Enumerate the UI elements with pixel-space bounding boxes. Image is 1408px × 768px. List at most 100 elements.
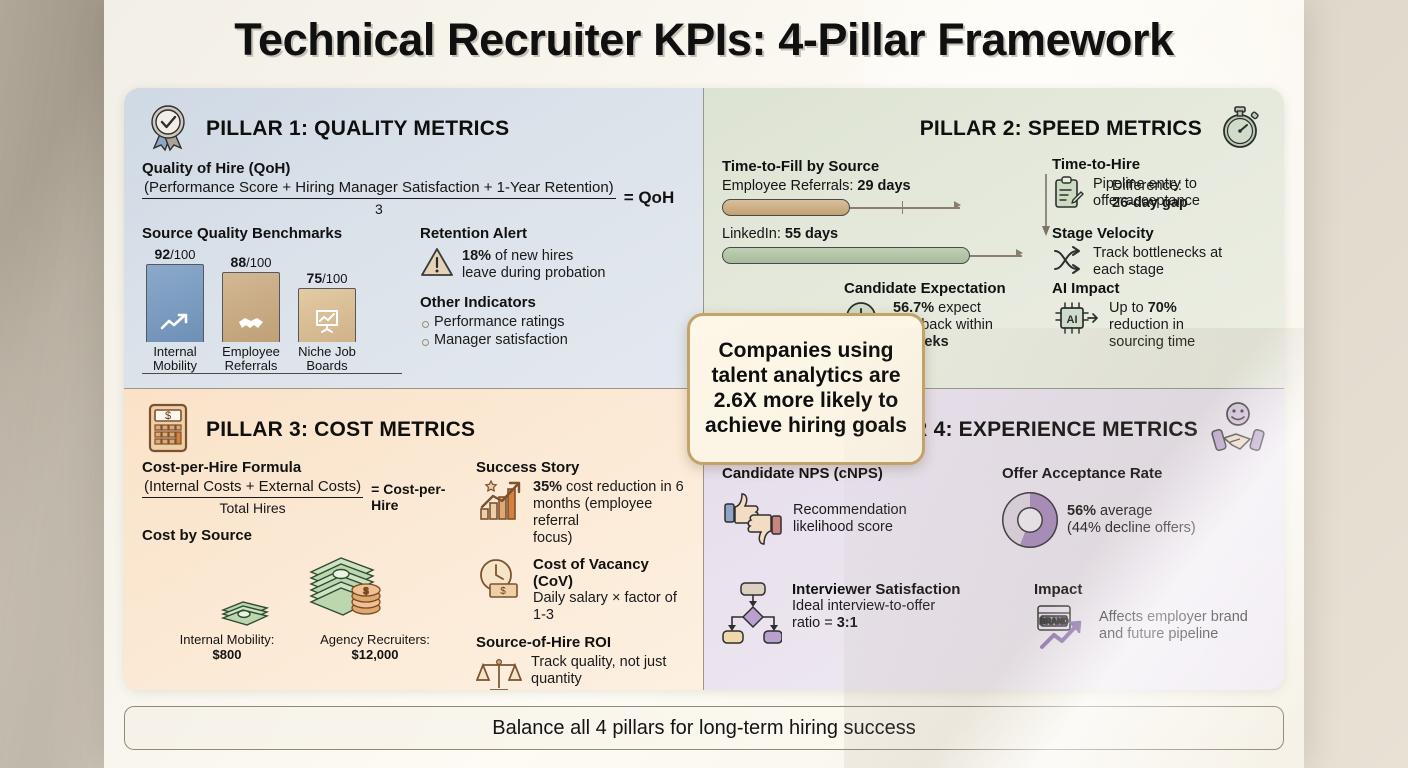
other-indicators-list: Performance ratings Manager satisfaction bbox=[420, 314, 685, 349]
qoh-equals: = QoH bbox=[623, 188, 675, 207]
svg-text:$: $ bbox=[500, 586, 506, 597]
difference-label-block: Difference: 26-day gap bbox=[1112, 178, 1224, 266]
flowchart-icon bbox=[722, 581, 783, 655]
success-story-text: 35% cost reduction in 6 months (employee… bbox=[533, 479, 684, 546]
branching-arrows-icon bbox=[1052, 245, 1084, 280]
list-item: Manager satisfaction bbox=[420, 332, 685, 350]
success-story-row: 35% cost reduction in 6 months (employee… bbox=[476, 479, 685, 547]
time-to-fill-block: Time-to-Fill by Source Employee Referral… bbox=[722, 158, 1052, 266]
qoh-denominator: 3 bbox=[374, 201, 383, 217]
balance-scale-icon bbox=[475, 654, 523, 690]
cov-detail: Daily salary × factor of 1-3 bbox=[533, 589, 677, 623]
qoh-numerator: (Performance Score + Hiring Manager Sati… bbox=[142, 179, 616, 199]
benchmarks-heading: Source Quality Benchmarks bbox=[142, 225, 343, 242]
retention-alert-heading: Retention Alert bbox=[420, 225, 527, 242]
brand-growth-icon: BRAND bbox=[1034, 602, 1090, 655]
pillar-1-title: PILLAR 1: QUALITY METRICS bbox=[206, 117, 510, 140]
source-quality-benchmarks: Source Quality Benchmarks 92/100 Interna… bbox=[142, 225, 402, 375]
ai-impact-row: AI Up to 70% reduction in sourcing time bbox=[1052, 300, 1262, 351]
qoh-fraction: (Performance Score + Hiring Manager Sati… bbox=[142, 179, 616, 217]
pillar-1-panel: PILLAR 1: QUALITY METRICS Quality of Hir… bbox=[124, 88, 704, 389]
pillar-1-right-col: Retention Alert 18% of new hires leave d… bbox=[420, 225, 685, 374]
ttf-label-1: LinkedIn: 55 days bbox=[722, 226, 839, 242]
impact-block: Impact BRAND bbox=[1034, 581, 1266, 655]
infographic-poster: Technical Recruiter KPIs: 4-Pillar Frame… bbox=[104, 0, 1304, 768]
pillar-3-right-col: Success Story bbox=[475, 459, 685, 690]
offer-acceptance-row: 56% average (44% decline offers) bbox=[1002, 492, 1266, 548]
pillar-4-body-2: Interviewer Satisfaction Ideal interview… bbox=[722, 581, 1266, 655]
page-title: Technical Recruiter KPIs: 4-Pillar Frame… bbox=[234, 14, 1174, 65]
benchmark-value-2: 75/100 bbox=[306, 270, 348, 286]
time-to-fill-heading: Time-to-Fill by Source bbox=[722, 158, 880, 175]
warning-triangle-icon bbox=[420, 246, 454, 283]
qoh-block: Quality of Hire (QoH) (Performance Score… bbox=[142, 160, 685, 217]
calculator-icon: $ bbox=[142, 401, 194, 460]
pillar-2-body: Time-to-Fill by Source Employee Referral… bbox=[722, 158, 1266, 266]
cost-by-source-icons: $ bbox=[142, 550, 460, 631]
difference-connector bbox=[1042, 158, 1102, 266]
pillar-1-body: Source Quality Benchmarks 92/100 Interna… bbox=[142, 225, 685, 375]
pillar-3-body: Cost-per-Hire Formula (Internal Costs + … bbox=[142, 459, 685, 690]
svg-text:$: $ bbox=[165, 410, 171, 422]
benchmark-value-0: 92/100 bbox=[154, 246, 196, 262]
pillar-3-panel: $ PILLAR 3: COST METRICS Cost-per-Hire F… bbox=[124, 389, 704, 690]
cph-heading: Cost-per-Hire Formula bbox=[142, 459, 302, 476]
difference-label: Difference: bbox=[1112, 178, 1182, 194]
benchmark-value-1: 88/100 bbox=[230, 254, 272, 270]
pillar-3-header: $ PILLAR 3: COST METRICS bbox=[142, 403, 685, 457]
pillar-2-title: PILLAR 2: SPEED METRICS bbox=[919, 117, 1202, 140]
cov-heading: Cost of Vacancy (CoV) bbox=[533, 555, 649, 590]
impact-heading: Impact bbox=[1034, 581, 1083, 598]
offer-acceptance-heading: Offer Acceptance Rate bbox=[1002, 465, 1163, 482]
cov-text: Cost of Vacancy (CoV) Daily salary × fac… bbox=[533, 556, 685, 624]
list-item: Performance ratings bbox=[420, 314, 685, 332]
handshake-icon bbox=[222, 272, 280, 342]
time-to-hire-heading: Time-to-Hire bbox=[1052, 156, 1141, 173]
ttf-bar-1 bbox=[722, 244, 1052, 266]
difference-arrow-icon bbox=[1042, 174, 1050, 236]
interviewer-satisfaction-text: Interviewer Satisfaction Ideal interview… bbox=[792, 581, 960, 655]
qoh-formula: (Performance Score + Hiring Manager Sati… bbox=[142, 179, 685, 217]
thumbs-up-down-icon bbox=[722, 490, 784, 553]
ai-impact-block: AI Impact AI Up to 70% reduction in sour… bbox=[1052, 280, 1262, 351]
cph-denominator: Total Hires bbox=[219, 500, 286, 516]
svg-text:AI: AI bbox=[1067, 314, 1078, 326]
stage-velocity-heading: Stage Velocity bbox=[1052, 225, 1154, 242]
cost-label-0: Internal Mobility:$800 bbox=[179, 632, 275, 662]
center-callout: Companies using talent analytics are 2.6… bbox=[687, 313, 925, 465]
cost-by-source-heading: Cost by Source bbox=[142, 527, 253, 544]
cph-numerator: (Internal Costs + External Costs) bbox=[142, 478, 364, 498]
clock-money-icon: $ bbox=[476, 556, 524, 605]
trend-up-icon bbox=[146, 264, 204, 342]
award-ribbon-icon bbox=[142, 101, 194, 158]
qoh-heading: Quality of Hire (QoH) bbox=[142, 160, 291, 177]
offer-acceptance-text: 56% average (44% decline offers) bbox=[1067, 503, 1196, 536]
cost-label-1: Agency Recruiters:$12,000 bbox=[320, 632, 430, 662]
ai-chip-icon: AI bbox=[1052, 300, 1100, 341]
cph-fraction: (Internal Costs + External Costs) Total … bbox=[142, 478, 364, 516]
stopwatch-icon bbox=[1214, 101, 1266, 158]
retention-alert-text: 18% of new hires leave during probation bbox=[462, 247, 606, 281]
cnps-heading: Candidate NPS (cNPS) bbox=[722, 465, 883, 482]
ttf-row-1: LinkedIn: 55 days bbox=[722, 226, 1052, 266]
other-indicators-heading: Other Indicators bbox=[420, 294, 536, 311]
svg-text:$: $ bbox=[363, 586, 368, 596]
growth-chart-star-icon bbox=[476, 479, 524, 528]
pillar-1-header: PILLAR 1: QUALITY METRICS bbox=[142, 102, 685, 156]
ai-impact-heading: AI Impact bbox=[1052, 280, 1120, 297]
retention-alert-row: 18% of new hires leave during probation bbox=[420, 246, 685, 283]
cph-equals: = Cost-per-Hire bbox=[371, 481, 446, 513]
pillar-4-body: Candidate NPS (cNPS) bbox=[722, 465, 1266, 553]
